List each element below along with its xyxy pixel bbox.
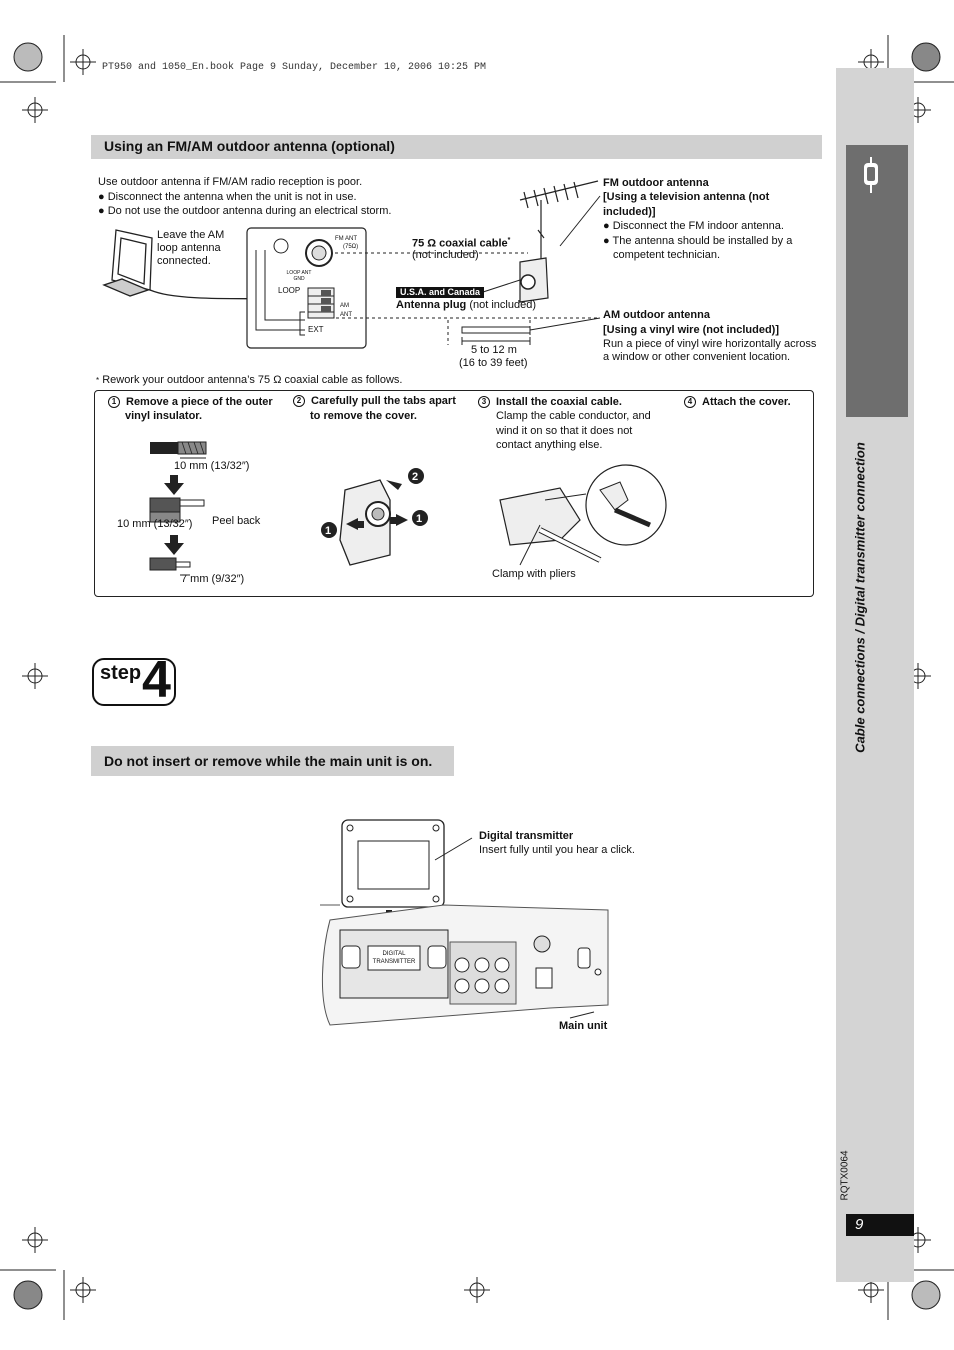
transmitter-title: Digital transmitter: [479, 830, 574, 842]
ohm-label: (75Ω): [343, 244, 359, 250]
coax-steps-box: [94, 390, 814, 597]
am-outdoor-text: a window or other convenient location.: [603, 351, 791, 363]
loop-label: LOOP: [278, 286, 301, 295]
fm-outdoor-subtitle: [Using a television antenna (not: [603, 191, 770, 203]
slot-label: DIGITAL TRANSMITTER: [368, 950, 420, 966]
svg-text:1: 1: [325, 525, 331, 537]
distance-feet: (16 to 39 feet): [459, 357, 528, 369]
step-title-text: Install the coaxial cable.: [496, 396, 622, 408]
loop-ant-gnd-label: LOOP ANT GND: [286, 270, 312, 282]
step-4-badge: step 4: [92, 652, 176, 708]
antenna-diagram: [102, 180, 601, 349]
bullet-item: ● Disconnect the FM indoor antenna.: [603, 220, 784, 232]
step-number: 2: [293, 395, 305, 407]
step-title-text: Attach the cover.: [702, 396, 791, 408]
coax-label-text: 75 Ω coaxial cable: [412, 237, 508, 250]
transmitter-text: Insert fully until you hear a click.: [479, 844, 635, 856]
step-title-text: vinyl insulator.: [125, 410, 203, 422]
dimension-label: 10 mm (13/32″): [174, 460, 250, 472]
transmitter-warning-title: Do not insert or remove while the main u…: [91, 746, 454, 776]
plug-icon: [864, 157, 878, 193]
bullet-text: Do not use the outdoor antenna during an…: [107, 205, 392, 217]
step-number: 4: [684, 396, 696, 408]
antenna-section-title: Using an FM/AM outdoor antenna (optional…: [91, 135, 822, 159]
footnote-mark: *: [96, 376, 100, 385]
step-number: 3: [478, 396, 490, 408]
am-outdoor-subtitle: [Using a vinyl wire (not included)]: [603, 324, 780, 336]
antenna-plug-sub: (not included): [469, 299, 536, 311]
svg-text:2: 2: [412, 471, 418, 483]
main-unit-label: Main unit: [559, 1020, 608, 1032]
side-tab: [846, 145, 908, 417]
step-text: wind it on so that it does not: [496, 425, 633, 437]
am-outdoor-title: AM outdoor antenna: [603, 309, 710, 321]
fm-outdoor-subtitle: included)]: [603, 206, 656, 218]
step-title-text: Remove a piece of the outer: [126, 396, 273, 408]
antenna-plug-label: Antenna plug: [396, 299, 467, 311]
coax-label: 75 Ω coaxial cable*: [412, 234, 510, 251]
bullet-item: ● The antenna should be installed by a: [603, 235, 793, 247]
region-tag: U.S.A. and Canada: [396, 287, 485, 298]
step-3-title: 3 Install the coaxial cable.: [478, 395, 622, 409]
step-text: contact anything else.: [496, 439, 603, 451]
step-2-title: 2 Carefully pull the tabs apart: [293, 394, 456, 408]
peel-back-label: Peel back: [212, 515, 261, 527]
transmitter-diagram: [320, 819, 609, 1026]
bullet-item: ● Disconnect the antenna when the unit i…: [98, 191, 357, 203]
bullet-text: competent technician.: [613, 249, 721, 261]
clamp-label: Clamp with pliers: [492, 568, 576, 580]
footnote-text: Rework your outdoor antenna’s 75 Ω coaxi…: [102, 374, 403, 386]
antenna-plug: Antenna plug (not included): [396, 298, 536, 312]
am-loop-note: loop antenna: [157, 242, 221, 254]
bullet-item: ● Do not use the outdoor antenna during …: [98, 205, 392, 217]
dimension-label: 10 mm (13/32″): [117, 518, 193, 530]
am-outdoor-text: Run a piece of vinyl wire horizontally a…: [603, 338, 817, 350]
bullet-text: Disconnect the FM indoor antenna.: [612, 220, 784, 232]
coax-step-illustrations: 1 2 1: [149, 441, 667, 576]
slot-label-line: DIGITAL: [382, 951, 406, 957]
fm-ant-label: FM ANT: [335, 236, 357, 242]
step-4-title: 4 Attach the cover.: [684, 395, 791, 409]
antenna-intro: Use outdoor antenna if FM/AM radio recep…: [98, 176, 363, 188]
step-number-large: 4: [142, 651, 171, 709]
am-loop-note: connected.: [157, 255, 211, 267]
step-1-title: 1 Remove a piece of the outer: [108, 395, 273, 409]
print-header: PT950 and 1050_En.book Page 9 Sunday, De…: [102, 62, 487, 73]
fm-outdoor-title: FM outdoor antenna: [603, 177, 709, 189]
page-number: 9: [846, 1214, 914, 1236]
bullet-text: Disconnect the antenna when the unit is …: [107, 191, 357, 203]
step-text: Clamp the cable conductor, and: [496, 410, 651, 422]
slot-label-line: TRANSMITTER: [372, 959, 416, 965]
step-title-text: to remove the cover.: [310, 410, 417, 422]
ext-label: EXT: [308, 325, 324, 334]
step-number: 1: [108, 396, 120, 408]
svg-text:1: 1: [416, 513, 422, 525]
bullet-text: The antenna should be installed by a: [612, 235, 793, 247]
footnote: * Rework your outdoor antenna’s 75 Ω coa…: [96, 373, 403, 388]
am-ant-label: AM ANT: [340, 303, 352, 318]
step-word: step: [100, 662, 142, 684]
step-title-text: Carefully pull the tabs apart: [311, 395, 456, 407]
distance: 5 to 12 m: [471, 344, 517, 356]
dimension-label: 7 mm (9/32″): [181, 573, 245, 585]
am-loop-note: Leave the AM: [157, 229, 225, 241]
coax-sub: (not included): [412, 249, 479, 261]
coax-footnote-mark: *: [507, 237, 511, 244]
